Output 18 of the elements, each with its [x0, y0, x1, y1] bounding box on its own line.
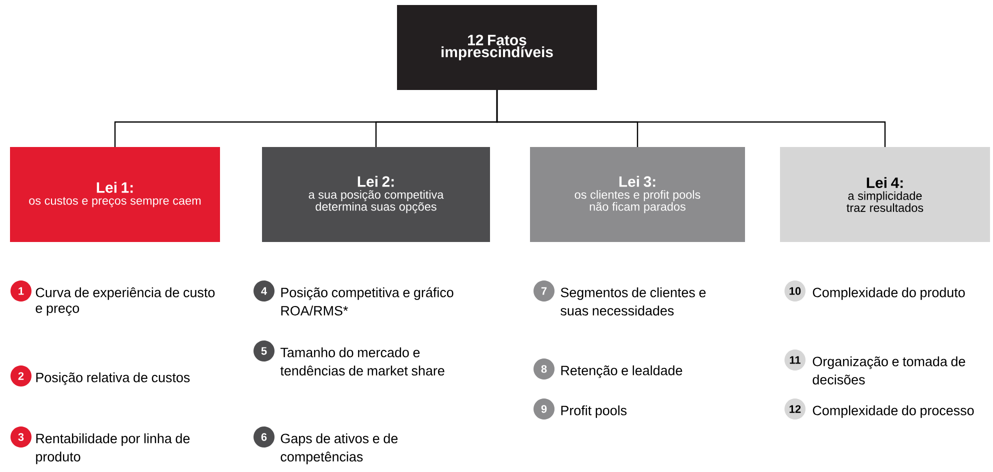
item-text: Rentabilidade por linha de produto: [36, 433, 190, 464]
law-box: Lei 3: os clientes e profit pools não ficam parados: [530, 147, 745, 242]
item-text: Segmentos de clientes e suas necessidades: [560, 287, 706, 316]
item-text: Gaps de ativos e de competências: [280, 433, 398, 464]
connector-line: [496, 90, 886, 147]
item-text: Organização e tomada de decisões: [812, 356, 966, 384]
item-text: Tamanho do mercado e tendências de market share: [280, 347, 444, 376]
item-text: Curva de experiência de custo e preço: [36, 287, 215, 316]
item-text: Posição relativa de custos: [36, 372, 190, 385]
item-text: Posição competitiva e gráfico ROA/RMS*: [281, 287, 454, 316]
item-text: Complexidade do processo: [812, 405, 974, 418]
item-text: Complexidade do produto: [812, 287, 965, 300]
item-text: Retenção e lealdade: [561, 365, 682, 378]
title-box: 12 Fatos imprescindíveis: [397, 5, 597, 90]
law-box: Lei 2: a sua posição competitiva determina suas opções: [262, 147, 490, 242]
law-box: Lei 1: os custos e preços sempre caem: [10, 147, 220, 242]
item-text: Profit pools: [561, 405, 627, 418]
law-box: Lei 4: a simplicidade traz resultados: [780, 147, 990, 242]
